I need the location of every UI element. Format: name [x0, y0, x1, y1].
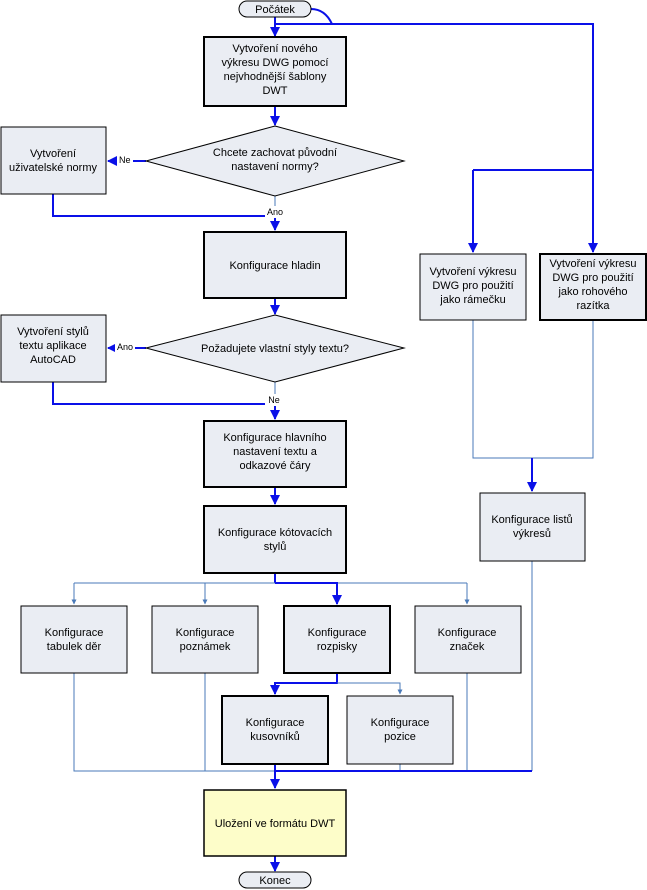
- text-line: nejvhodnější šablony: [224, 71, 327, 83]
- text-line: Konfigurace: [246, 717, 305, 729]
- keep-settings-decision: Chcete zachovat původní nastavení normy?: [144, 125, 406, 197]
- text-line: uživatelské normy: [9, 162, 98, 174]
- sheets-text: Konfigurace listů výkresů: [491, 514, 572, 540]
- start-terminator: Počátek: [238, 0, 312, 18]
- new-drawing-text: Vytvoření nového výkresu DWG pomocí nejvho…: [222, 43, 329, 97]
- text-line: Vytvoření výkresu: [429, 266, 516, 278]
- text-line: textu aplikace: [19, 340, 86, 352]
- text-line: Konfigurace: [308, 627, 367, 639]
- text-line: kusovníků: [250, 731, 300, 743]
- text-line: Chcete zachovat původní: [213, 147, 337, 159]
- text-line: pozice: [384, 731, 416, 743]
- text-line: odkazové čáry: [240, 460, 311, 472]
- notes-box: Konfigurace poznámek: [151, 605, 259, 674]
- notes-text: Konfigurace poznámek: [176, 627, 235, 653]
- end-label: Konec: [259, 875, 291, 887]
- text-line: Konfigurace: [176, 627, 235, 639]
- text-line: jako rohového: [557, 286, 627, 298]
- text-line: Konfigurace: [371, 717, 430, 729]
- text-line: Konfigurace: [45, 627, 104, 639]
- text-line: stylů: [264, 541, 287, 553]
- text-line: Konfigurace kótovacích: [218, 527, 332, 539]
- user-standard-box: Vytvoření uživatelské normy: [0, 126, 107, 195]
- text-line: výkresů: [513, 528, 551, 540]
- symbols-box: Konfigurace značek: [414, 605, 522, 674]
- text-styles-question-text: Požadujete vlastní styly textu?: [201, 343, 349, 355]
- text-line: AutoCAD: [30, 354, 76, 366]
- end-terminator: Konec: [238, 871, 312, 889]
- bom-box: Konfigurace kusovníků: [221, 695, 329, 765]
- text-line: poznámek: [180, 641, 231, 653]
- text-line: DWT: [262, 85, 287, 97]
- text-line: Vytvoření nového: [232, 43, 317, 55]
- text-line: DWG pro použití: [552, 272, 633, 284]
- text-line: Požadujete vlastní styly textu?: [201, 343, 349, 355]
- text-line: Vytvoření stylů: [17, 326, 89, 338]
- text-line: tabulek děr: [47, 641, 102, 653]
- symbols-text: Konfigurace značek: [438, 627, 497, 653]
- text-line: Konfigurace: [438, 627, 497, 639]
- text-line: značek: [450, 641, 485, 653]
- text-line: jako rámečku: [439, 294, 505, 306]
- label-ano-2: Ano: [117, 342, 133, 352]
- main-text-text: Konfigurace hlavního nastavení textu a odk…: [223, 432, 326, 472]
- balloons-box: Konfigurace pozice: [346, 695, 454, 765]
- main-text-box: Konfigurace hlavního nastavení textu a odk…: [203, 420, 347, 488]
- save-dwt-box: Uložení ve formátu DWT: [203, 789, 347, 857]
- text-line: Vytvoření: [30, 148, 76, 160]
- layers-box: Konfigurace hladin: [203, 231, 347, 299]
- text-line: rozpisky: [317, 641, 358, 653]
- text-line: nastavení normy?: [231, 161, 318, 173]
- label-ne-1: Ne: [119, 155, 131, 165]
- parts-list-text: Konfigurace rozpisky: [308, 627, 367, 653]
- parts-list-box: Konfigurace rozpisky: [283, 605, 391, 674]
- text-line: Uložení ve formátu DWT: [215, 818, 336, 830]
- start-label: Počátek: [255, 4, 295, 16]
- save-dwt-text: Uložení ve formátu DWT: [215, 818, 336, 830]
- balloons-text: Konfigurace pozice: [371, 717, 430, 743]
- layers-text: Konfigurace hladin: [229, 260, 320, 272]
- hole-tables-text: Konfigurace tabulek děr: [45, 627, 104, 653]
- label-ne-2: Ne: [268, 395, 280, 405]
- text-line: Vytvoření výkresu: [549, 258, 636, 270]
- text-line: výkresu DWG pomocí: [222, 57, 329, 69]
- dim-styles-box: Konfigurace kótovacích stylů: [203, 505, 347, 574]
- user-standard-text: Vytvoření uživatelské normy: [9, 148, 98, 174]
- label-ano-1: Ano: [267, 207, 283, 217]
- branch-labels: Ne Ano Ano Ne: [115, 154, 285, 406]
- text-line: Konfigurace hladin: [229, 260, 320, 272]
- text-line: Konfigurace listů: [491, 514, 572, 526]
- sheets-box: Konfigurace listů výkresů: [479, 492, 586, 562]
- text-line: razítka: [576, 300, 610, 312]
- keep-settings-text: Chcete zachovat původní nastavení normy?: [213, 147, 337, 173]
- text-line: DWG pro použití: [432, 280, 513, 292]
- text-styles-decision: Požadujete vlastní styly textu?: [144, 314, 406, 383]
- text-line: Konfigurace hlavního: [223, 432, 326, 444]
- hole-tables-box: Konfigurace tabulek děr: [20, 605, 128, 674]
- text-line: nastavení textu a: [233, 446, 318, 458]
- new-drawing-box: Vytvoření nového výkresu DWG pomocí nejvho…: [203, 36, 347, 107]
- bom-text: Konfigurace kusovníků: [246, 717, 305, 743]
- dim-styles-text: Konfigurace kótovacích stylů: [218, 527, 332, 553]
